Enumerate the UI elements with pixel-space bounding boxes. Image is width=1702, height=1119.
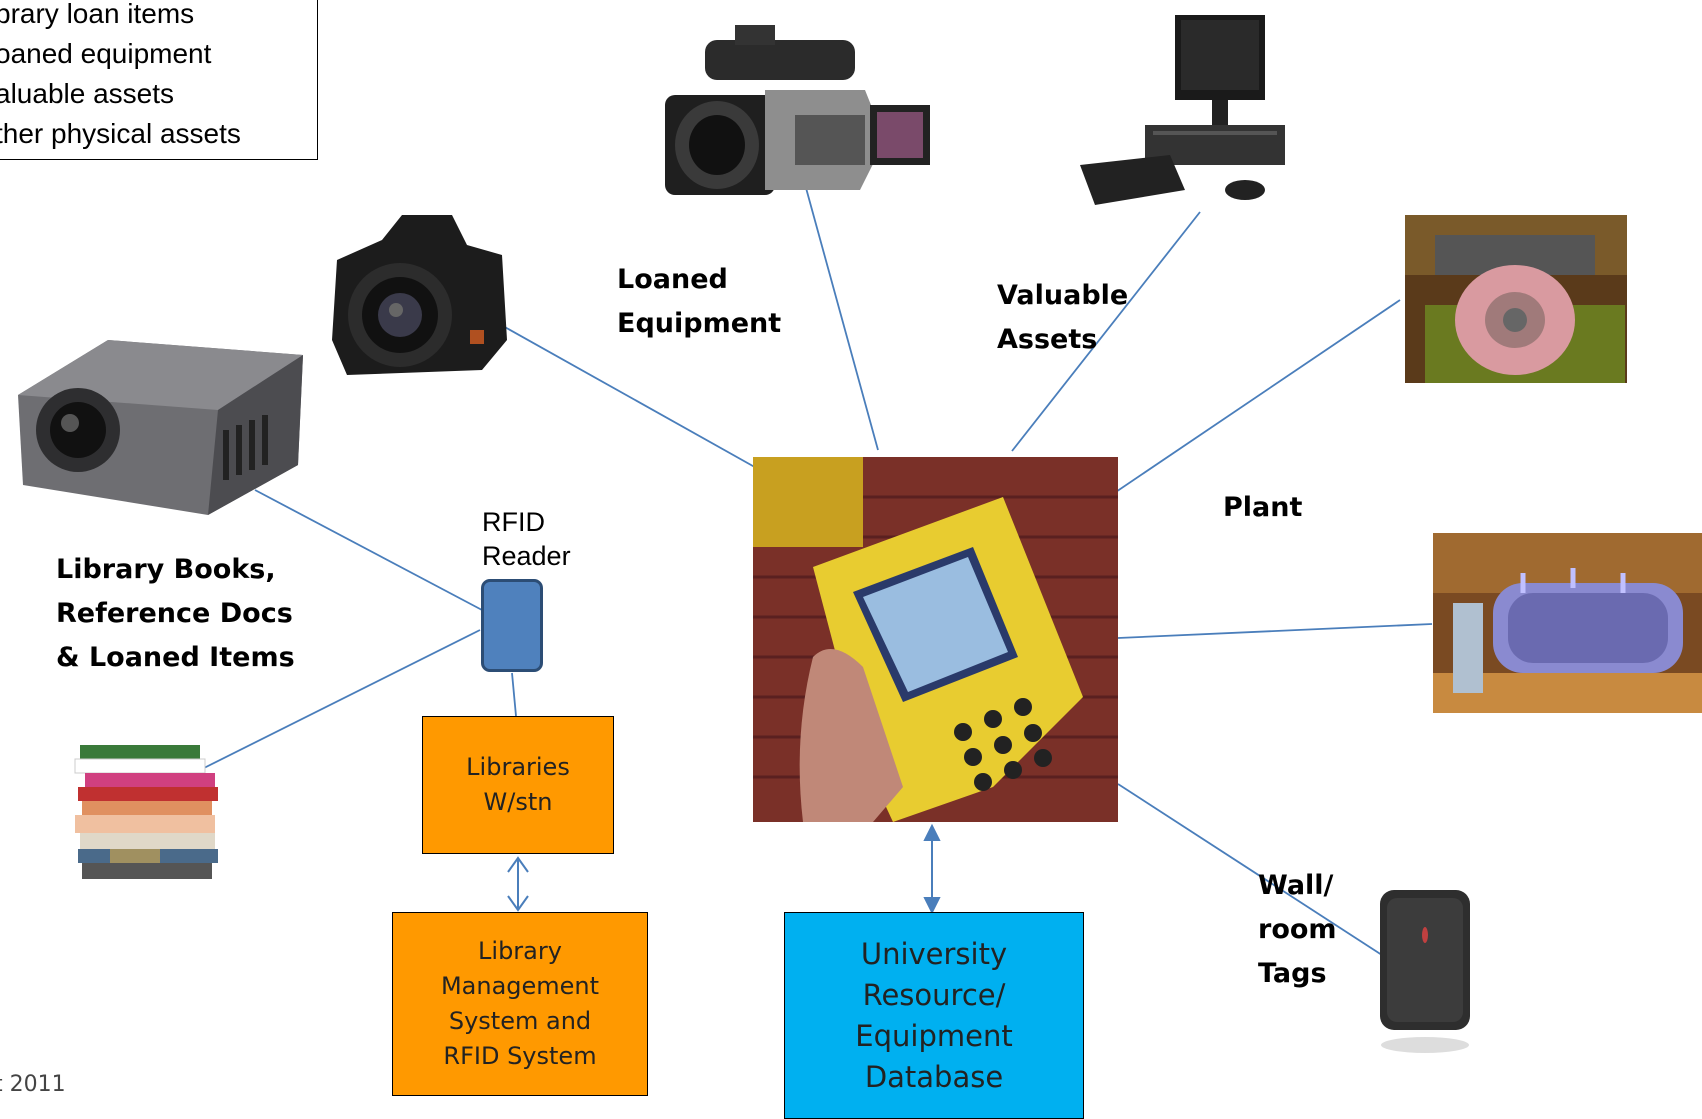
libraries-workstation-box: Libraries W/stn — [422, 716, 614, 854]
box-text-line: Management — [440, 972, 600, 1000]
label-line: Assets — [997, 324, 1098, 355]
line-boiler-handheld — [1117, 623, 1433, 639]
label-line: Equipment — [617, 308, 782, 339]
label-line: Library Books, — [56, 554, 276, 585]
line-rfid-workstation — [511, 672, 517, 717]
books-stack-image — [74, 745, 218, 879]
line-camcorder-handheld — [802, 176, 879, 451]
line-tag-handheld — [1117, 783, 1386, 958]
desktop-computer-image — [1080, 15, 1285, 205]
label-line: room — [1258, 914, 1337, 945]
handheld-scanner-photo — [753, 457, 1118, 822]
plant-label: Plant — [1223, 492, 1303, 523]
line-books-rfid — [199, 629, 481, 771]
legend-item: oaned equipment — [0, 38, 212, 69]
line-pump-handheld — [1103, 299, 1401, 501]
boiler-plant-photo — [1433, 533, 1702, 713]
camcorder-image — [665, 25, 930, 195]
box-text-line: Library — [478, 937, 562, 965]
line-camera-handheld — [477, 311, 761, 471]
label-line: & Loaned Items — [56, 642, 295, 673]
line-computer-handheld — [1011, 211, 1201, 452]
rfid-reader-label-line: Reader — [482, 541, 571, 571]
box-text-line: Resource/ — [862, 977, 1006, 1012]
legend-item: ther physical assets — [0, 118, 241, 149]
rfid-reader-label-line: RFID — [482, 507, 545, 537]
wall-tag-reader-image — [1380, 890, 1470, 1053]
projector-image — [18, 340, 303, 515]
label-line: Wall/ — [1258, 870, 1334, 901]
box-text-line: RFID System — [443, 1042, 597, 1070]
rfid-reader-device — [481, 579, 543, 672]
box-text-line: W/stn — [483, 788, 553, 816]
line-projector-rfid — [254, 489, 483, 611]
label-line: Tags — [1258, 958, 1327, 989]
footer-date: t 2011 — [0, 1072, 66, 1097]
label-line: Valuable — [997, 280, 1129, 311]
box-text-line: System and — [448, 1007, 592, 1035]
legend-item: brary loan items — [0, 0, 195, 29]
rfid-reader-label: RFID Reader — [482, 505, 571, 573]
valuable-assets-label: Valuable Assets — [997, 274, 1128, 362]
library-books-label: Library Books, Reference Docs & Loaned I… — [56, 548, 295, 680]
label-line: Reference Docs — [56, 598, 293, 629]
legend-item: aluable assets — [0, 78, 175, 109]
loaned-equipment-label: Loaned Equipment — [617, 258, 781, 346]
label-line: Loaned — [617, 264, 728, 295]
library-management-system-box: Library Management System and RFID Syste… — [392, 912, 648, 1096]
university-resource-database-box: University Resource/ Equipment Database — [784, 912, 1084, 1119]
pump-photo — [1405, 215, 1627, 383]
wall-room-tags-label: Wall/ room Tags — [1258, 864, 1337, 996]
box-text-line: University — [860, 936, 1008, 971]
box-text-line: Database — [864, 1059, 1004, 1094]
box-text-line: Libraries — [466, 753, 570, 781]
asset-type-legend: brary loan items oaned equipment aluable… — [0, 0, 318, 160]
dslr-camera-image — [332, 215, 507, 375]
box-text-line: Equipment — [855, 1018, 1013, 1053]
